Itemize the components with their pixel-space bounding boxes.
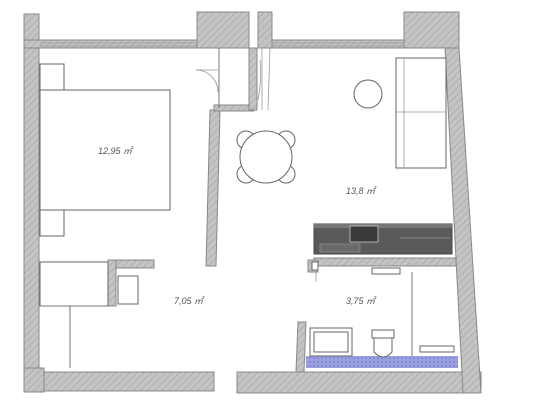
windows <box>40 42 404 47</box>
closet <box>195 48 262 108</box>
wall-closet-bottom <box>213 104 255 112</box>
bath-fixture <box>371 267 401 275</box>
wall-closet-right <box>248 47 258 111</box>
bathroom: 3,75 ㎡ <box>306 267 458 368</box>
wall-right <box>444 47 482 394</box>
wardrobe <box>39 261 109 307</box>
wall-bottom-right <box>236 371 482 394</box>
wall-left <box>23 47 40 391</box>
kitchen-upper-line <box>314 224 452 228</box>
dining-table <box>239 130 293 184</box>
bed <box>39 89 171 211</box>
wall-top-left <box>23 39 201 49</box>
toilet-bowl <box>373 337 393 358</box>
living-area-label: 13,8 ㎡ <box>346 186 377 196</box>
wall-top-right <box>271 39 405 49</box>
wall-bedroom-right <box>205 109 221 267</box>
door-swing <box>195 69 219 93</box>
wall-bottom-left <box>23 371 215 392</box>
bathroom-tile-floor <box>306 356 458 368</box>
nightstand-top <box>39 63 65 91</box>
door-marks <box>311 261 319 282</box>
wall-bottom-left-corner <box>23 367 45 393</box>
bathroom-area-label: 3,75 ㎡ <box>346 296 377 306</box>
sofa <box>395 57 447 169</box>
wall-bathroom-top <box>313 257 457 267</box>
shower-tray <box>419 345 455 353</box>
wall-bathroom-left <box>295 321 307 373</box>
toilet-tank <box>371 329 395 339</box>
wall-top-right-block <box>403 11 460 49</box>
bedroom-area-label: 12,95 ㎡ <box>98 146 134 156</box>
shoe-cabinet <box>117 275 139 305</box>
wall-top-middle-post <box>257 11 273 49</box>
nightstand-bottom <box>39 209 65 237</box>
kitchen <box>313 223 453 255</box>
wall-top-middle-block <box>196 11 250 49</box>
hall: 7,05 ㎡ <box>39 261 205 368</box>
living-room: 13,8 ㎡ <box>236 57 447 196</box>
sink <box>349 225 379 243</box>
stove <box>319 243 361 253</box>
wall-wardrobe-side <box>107 259 117 307</box>
side-table <box>353 79 383 109</box>
washing-machine-inner <box>313 331 349 353</box>
hall-area-label: 7,05 ㎡ <box>174 296 205 306</box>
exterior-walls <box>23 11 482 394</box>
bedroom: 12,95 ㎡ <box>39 63 171 237</box>
